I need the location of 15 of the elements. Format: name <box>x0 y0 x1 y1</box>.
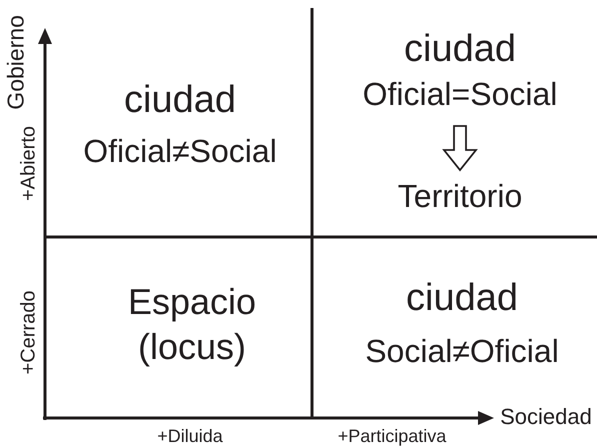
quadrant-text: Oficial=Social <box>362 74 558 114</box>
axis-label: Sociedad <box>499 402 593 430</box>
axis-label: +Cerrado <box>16 290 40 376</box>
axis-label: Gobierno <box>2 14 30 112</box>
quadrant-text: Espacio (locus) <box>126 280 258 369</box>
quadrant-text: ciudad <box>404 27 516 72</box>
quadrant-text: Oficial≠Social <box>82 132 278 171</box>
quadrant-text: Territorio <box>398 177 522 216</box>
quadrant-text: Social≠Oficial <box>364 332 560 371</box>
hollow-arrow <box>442 125 478 172</box>
axis-label: +Participativa <box>336 425 448 447</box>
axis-label: +Diluida <box>156 425 224 447</box>
axis-label: +Abierto <box>16 124 40 204</box>
quadrant-text: ciudad <box>123 78 237 124</box>
quadrant-text: ciudad <box>405 276 519 322</box>
